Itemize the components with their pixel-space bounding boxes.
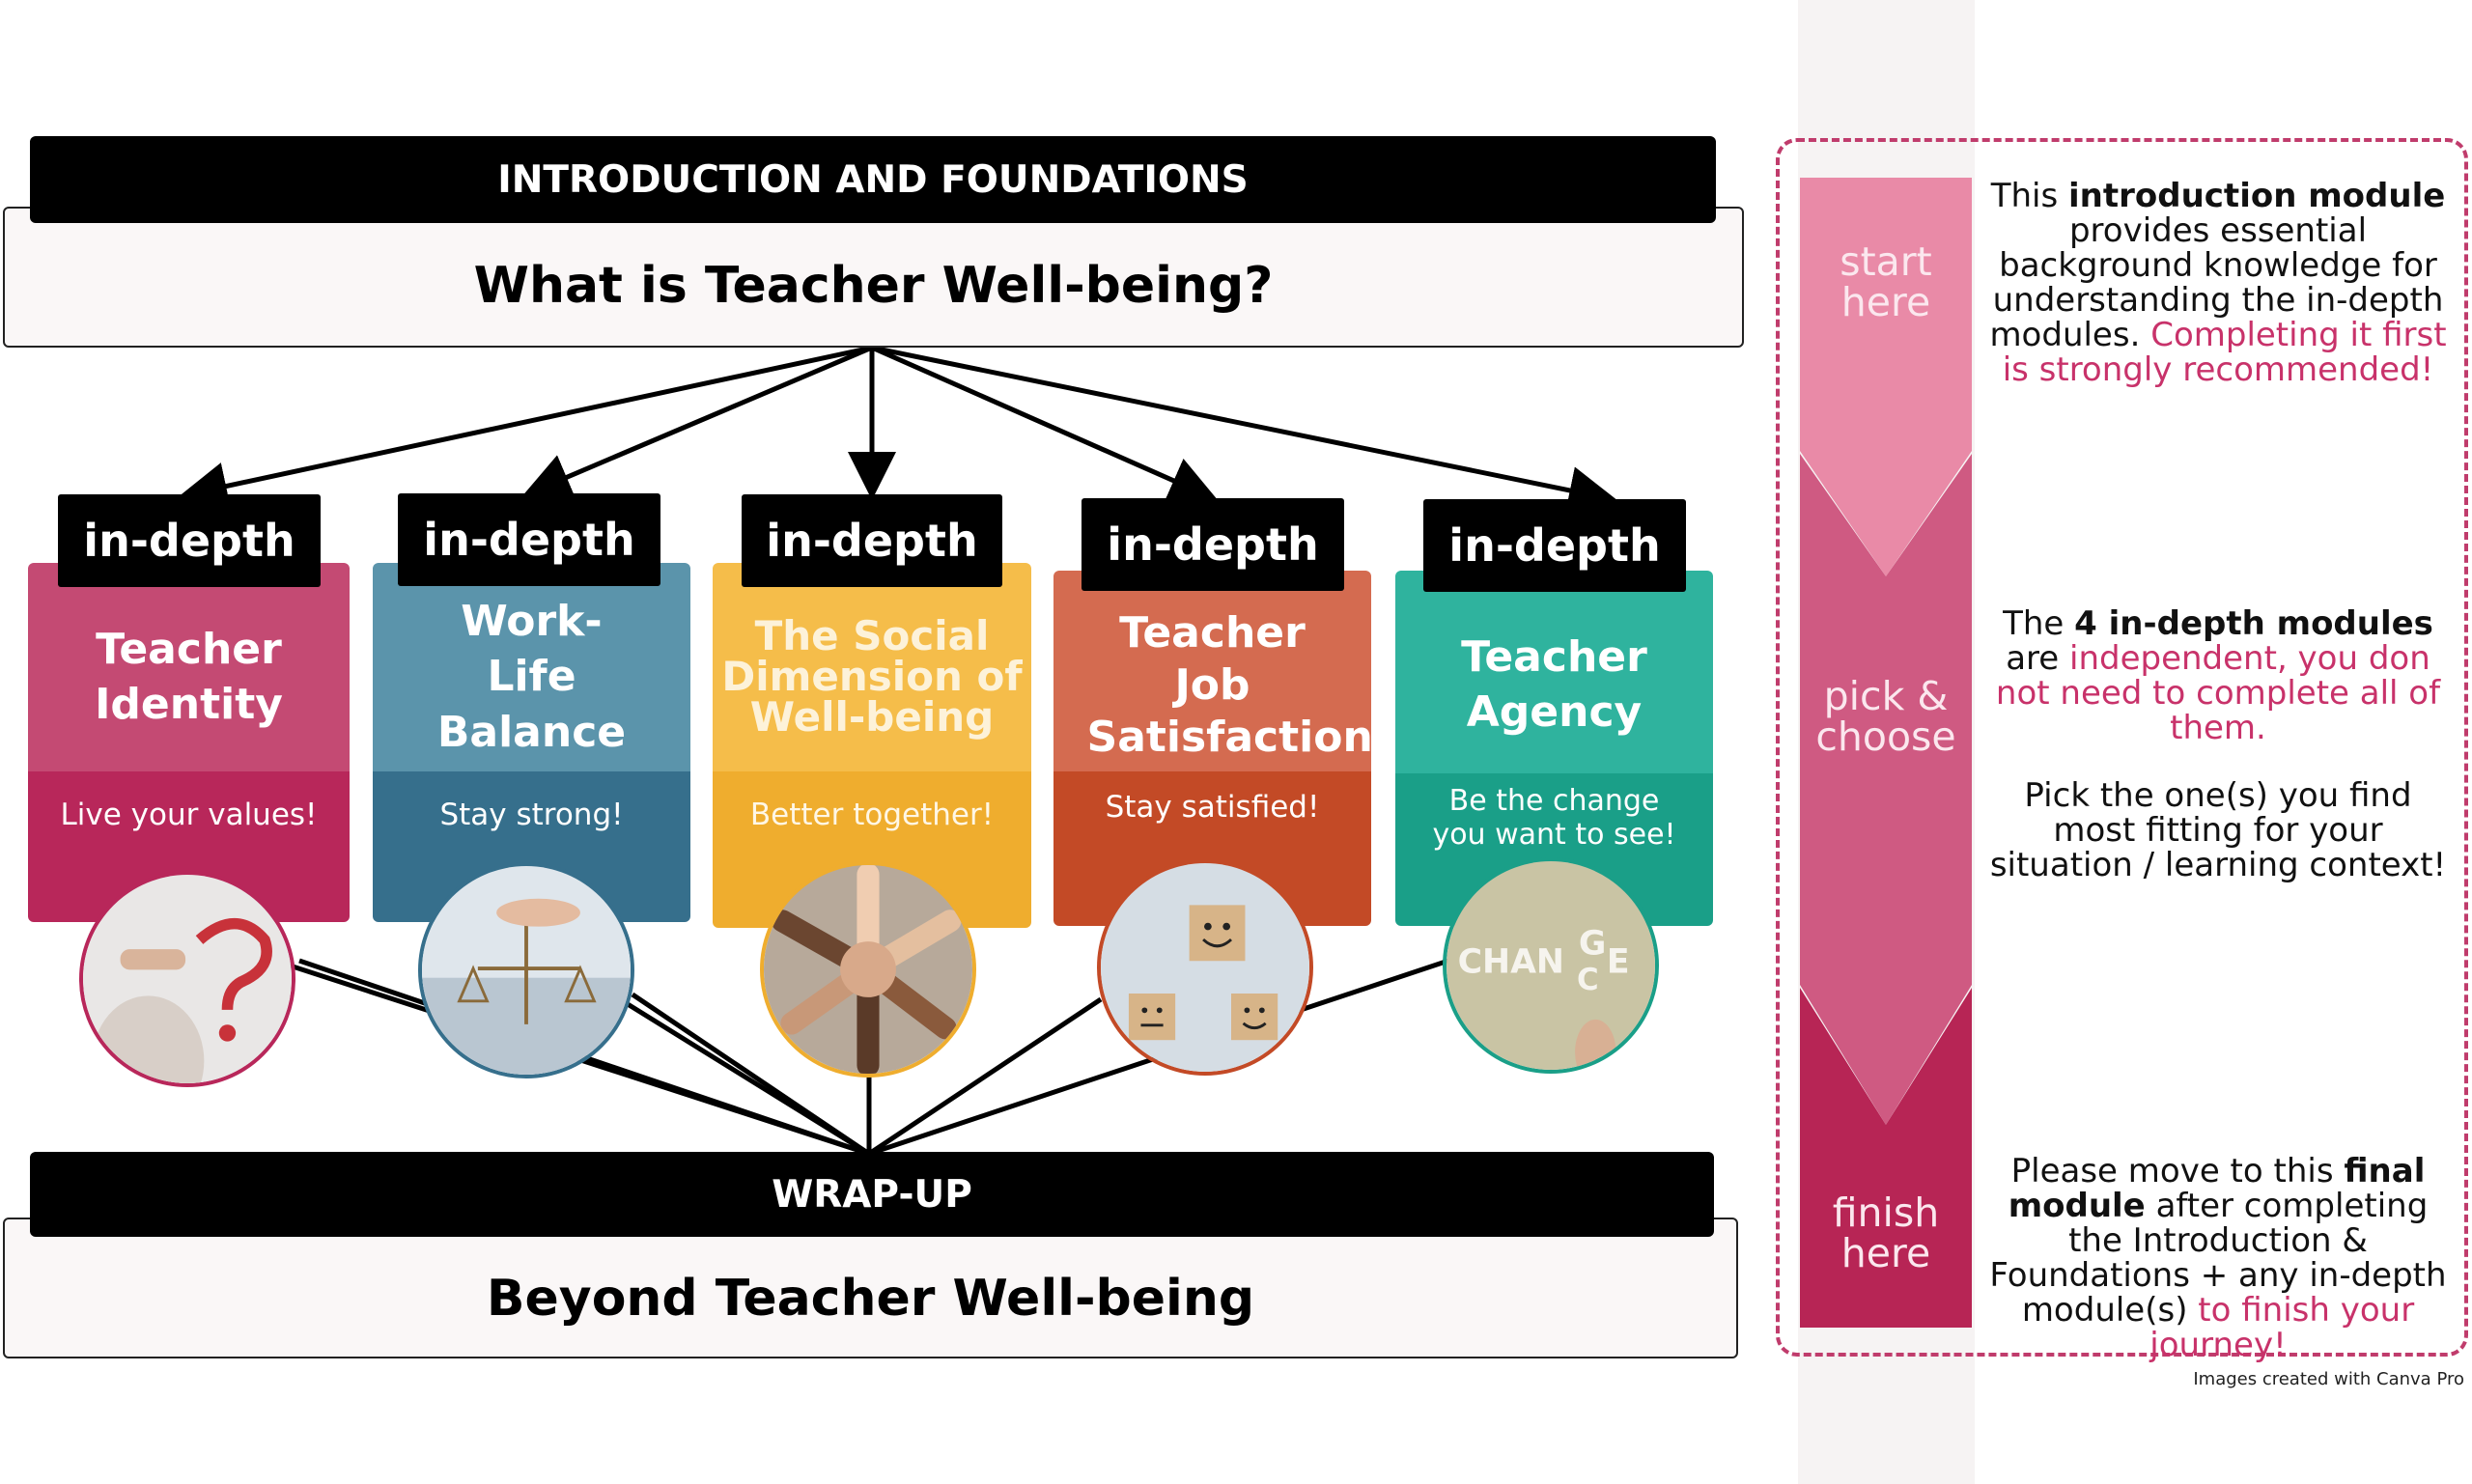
module-title: Teacher Agency [1461, 631, 1647, 737]
finish-step-journey-note: to finish your journey! [2149, 1291, 2415, 1365]
module-title: The Social Dimension of Well-being [721, 612, 1023, 741]
in-depth-tag: in-depth [1423, 499, 1686, 592]
module-slogan: Better together! [749, 798, 995, 832]
smiley-cubes-photo-icon [1097, 859, 1313, 1076]
wrapup-title: Beyond Teacher Well-being [486, 1270, 1255, 1328]
module-card-work-life-balance[interactable]: Work-Life Balance Stay strong! [373, 563, 690, 922]
learning-path-panel [1776, 138, 2468, 1357]
in-depth-tag: in-depth [58, 494, 321, 587]
intro-header: INTRODUCTION AND FOUNDATIONS [497, 157, 1249, 202]
wrapup-title-box[interactable]: Beyond Teacher Well-being [3, 1218, 1738, 1358]
wrapup-header: WRAP-UP [772, 1172, 972, 1217]
balance-scale-photo-icon [418, 862, 634, 1078]
arrow-to-teacher-identity [179, 345, 873, 511]
in-depth-tag: in-depth [742, 494, 1002, 587]
in-depth-tag: in-depth [398, 493, 660, 586]
module-title: Teacher Job Satisfaction [1086, 608, 1373, 762]
finish-here-label: finish here [1832, 1190, 1940, 1277]
module-title: Work-Life Balance [436, 597, 627, 757]
arrow-to-teacher-agency [871, 345, 1617, 515]
module-slogan: Stay satisfied! [1105, 790, 1320, 825]
intro-title-box[interactable]: What is Teacher Well-being? [3, 207, 1744, 348]
in-depth-tag: in-depth [1082, 498, 1344, 591]
stacked-hands-photo-icon [760, 861, 976, 1078]
pick-and-choose-label: pick & choose [1815, 673, 1956, 761]
arrow-to-work-life-balance [521, 345, 873, 500]
image-credit-footnote: Images created with Canva Pro [2193, 1369, 2464, 1389]
module-title-box: Teacher Identity [28, 563, 350, 771]
module-slogan-box: Stay satisfied! [1053, 771, 1371, 926]
start-step-recommendation: Completing it first is strongly recommen… [2002, 316, 2447, 390]
module-title-box: The Social Dimension of Well-being [713, 563, 1031, 771]
module-card-social-dimension[interactable]: The Social Dimension of Well-being Bette… [713, 563, 1031, 928]
intro-header-bar: INTRODUCTION AND FOUNDATIONS [30, 136, 1716, 223]
module-card-teacher-identity[interactable]: Teacher Identity Live your values! [28, 563, 350, 922]
pick-step-instruction: Pick the one(s) you find most fitting fo… [1989, 776, 2447, 885]
svg-text:G: G [1579, 924, 1606, 963]
pick-step-description: The 4 in-depth modules are independent, … [1989, 604, 2447, 885]
line-balance-upper [626, 1001, 871, 1157]
module-slogan: Stay strong! [439, 798, 624, 832]
change-letters-photo-icon: CHAN G C E [1443, 857, 1659, 1074]
pick-step-arrow [1800, 454, 1972, 1125]
wrapup-header-bar: WRAP-UP [30, 1152, 1714, 1237]
module-title-box: Teacher Job Satisfaction [1053, 571, 1373, 771]
module-title-box: Teacher Agency [1395, 571, 1713, 773]
pick-step-independent-note: independent, you don not need to complet… [1995, 639, 2441, 748]
start-here-label: start here [1840, 238, 1932, 326]
question-mark-photo-icon [79, 871, 295, 1087]
arrow-to-job-satisfaction [870, 345, 1219, 503]
step-arrows [1800, 178, 1972, 1328]
finish-step-description: Please move to this final module after c… [1989, 1152, 2447, 1365]
line-satisfaction-to-wrapup [867, 996, 1103, 1157]
start-step-description: This introduction module provides essent… [1989, 177, 2447, 390]
finish-step-arrow [1800, 988, 1972, 1328]
svg-text:CHAN: CHAN [1458, 943, 1564, 982]
module-slogan: Be the change you want to see! [1432, 784, 1676, 852]
start-step-arrow [1800, 178, 1972, 576]
module-slogan: Live your values! [60, 798, 318, 832]
svg-text:E: E [1607, 943, 1630, 982]
module-card-job-satisfaction[interactable]: Teacher Job Satisfaction Stay satisfied! [1053, 571, 1373, 926]
svg-text:C: C [1577, 963, 1599, 997]
module-title: Teacher Identity [95, 624, 283, 729]
module-card-teacher-agency[interactable]: Teacher Agency Be the change you want to… [1395, 571, 1713, 926]
module-title-box: Work-Life Balance [373, 563, 690, 771]
intro-title: What is Teacher Well-being? [473, 257, 1274, 315]
